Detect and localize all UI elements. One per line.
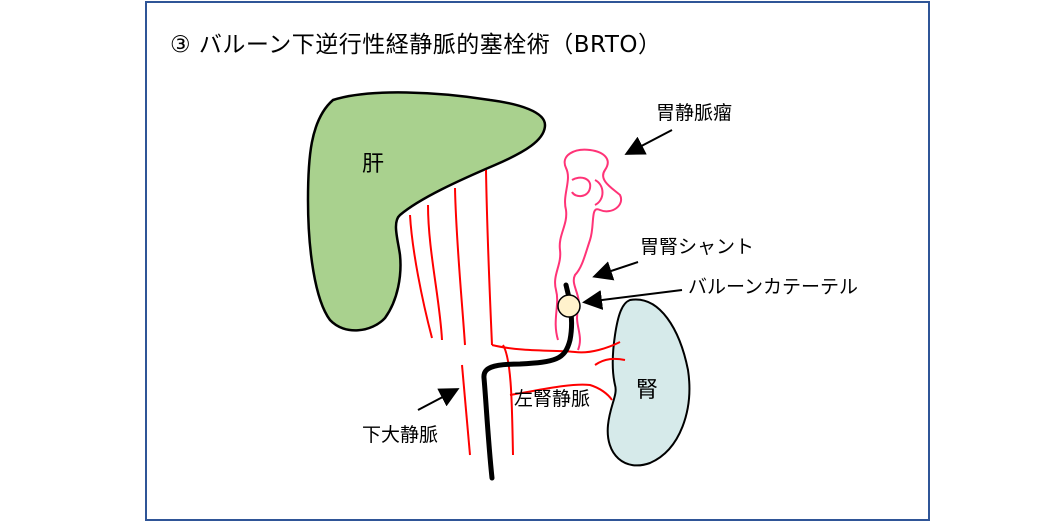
kidney-shape (606, 298, 691, 467)
ivc-walls (461, 344, 514, 456)
gastric-varix-label: 胃静脈瘤 (656, 102, 733, 124)
arrow-gastric-varix (624, 129, 673, 155)
kidney-label: 腎 (636, 378, 659, 403)
liver-label: 肝 (362, 152, 385, 177)
arrow-gastrorenal-shunt (592, 261, 639, 281)
balloon-catheter-label: バルーンカテーテル (688, 276, 859, 298)
balloon-catheter-line (481, 282, 575, 481)
liver-shape (306, 91, 547, 332)
gastric-varix (554, 148, 623, 351)
figure-title: ③ バルーン下逆行性経静脈的塞栓術（BRTO） (170, 32, 662, 58)
left-renal-vein-label: 左腎静脈 (514, 388, 591, 410)
figure-frame (145, 1, 930, 521)
arrow-ivc (417, 388, 460, 411)
balloon (557, 294, 581, 318)
hepatic-veins (409, 169, 493, 346)
ivc-label: 下大静脈 (362, 424, 439, 446)
left-renal-vein (491, 341, 626, 401)
gastrorenal-shunt-label: 胃腎シャント (640, 236, 755, 258)
pointer-arrows (417, 129, 683, 411)
arrow-balloon-catheter (582, 289, 683, 310)
